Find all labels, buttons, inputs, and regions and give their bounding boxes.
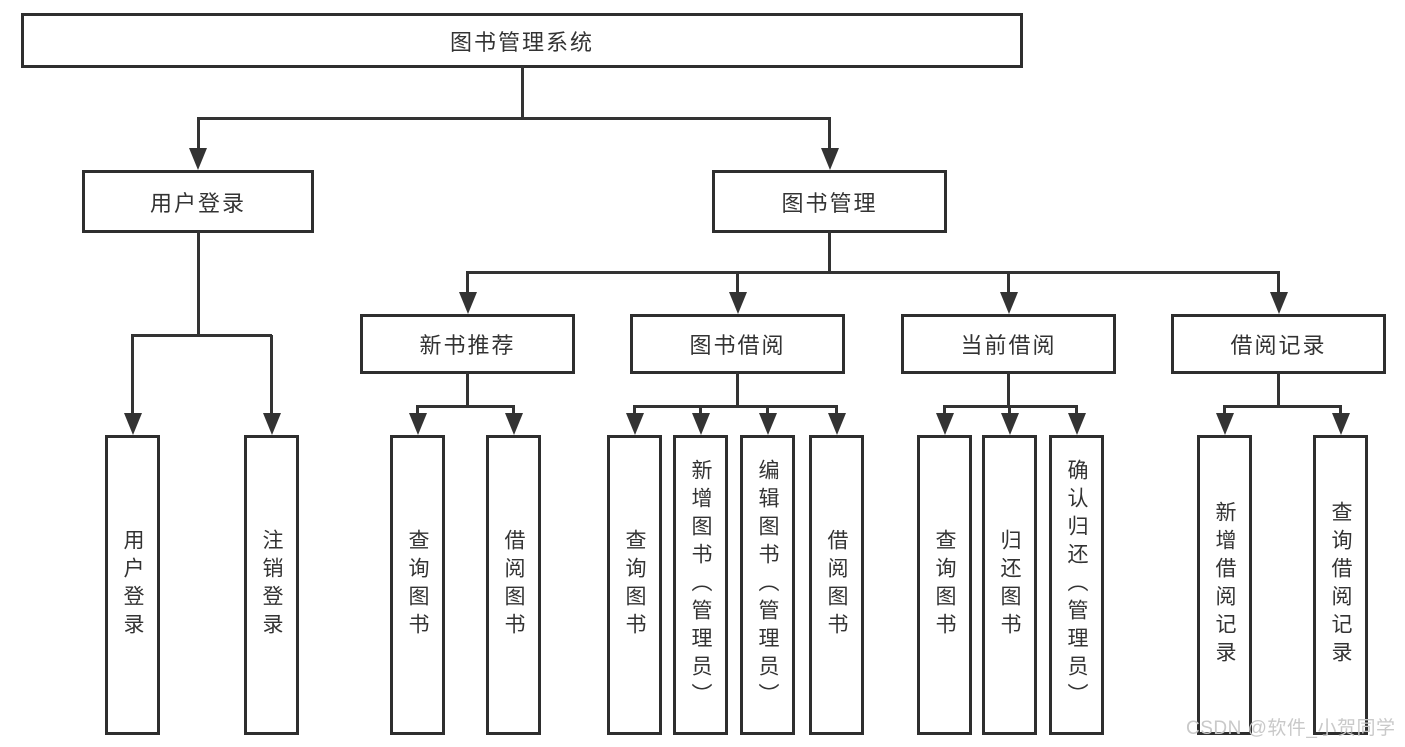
leaf-user-login: 用户登录 <box>105 435 160 735</box>
node-user-login: 用户登录 <box>82 170 314 233</box>
leaf-add-book-admin-label: 新增图书（管理员） <box>689 459 712 711</box>
node-current-borrowing-label: 当前借阅 <box>960 333 1057 358</box>
connector-sectionC-rail <box>633 404 838 408</box>
leaf-query-books-borrowing: 查询图书 <box>607 435 662 735</box>
connector-drop-d2 <box>1008 406 1011 416</box>
connector-drop-borrow-records <box>1277 272 1280 294</box>
leaf-logout: 注销登录 <box>244 435 299 735</box>
node-book-borrowing-label: 图书借阅 <box>689 333 786 358</box>
leaf-add-borrow-record-label: 新增借阅记录 <box>1213 501 1236 669</box>
node-borrowing-records: 借阅记录 <box>1171 314 1386 374</box>
connector-sectionC-stem <box>736 372 739 407</box>
leaf-query-books-recommend: 查询图书 <box>390 435 445 735</box>
connector-drop-login <box>196 118 200 150</box>
arrowhead-d3 <box>1067 413 1086 435</box>
arrowhead-c4 <box>827 413 846 435</box>
leaf-return-books: 归还图书 <box>982 435 1037 735</box>
connector-drop-e1 <box>1223 406 1226 416</box>
leaf-add-borrow-record: 新增借阅记录 <box>1197 435 1252 735</box>
arrowhead-e2 <box>1331 413 1350 435</box>
connector-drop-leaf-logout <box>270 335 273 415</box>
connector-login-rail <box>131 333 272 337</box>
connector-drop-leaf-user-login <box>131 335 134 415</box>
arrowhead-b2 <box>504 413 523 435</box>
connector-drop-b1 <box>416 406 419 416</box>
arrowhead-leaf-logout <box>262 413 281 435</box>
connector-level3-rail <box>466 270 1280 274</box>
node-root-label: 图书管理系统 <box>449 29 594 55</box>
arrowhead-borrow-records <box>1269 292 1288 314</box>
arrowhead-management <box>820 148 839 170</box>
connector-drop-c3 <box>766 406 769 416</box>
connector-drop-d3 <box>1075 406 1078 416</box>
leaf-confirm-return-admin-label: 确认归还（管理员） <box>1065 459 1088 711</box>
leaf-query-borrow-record: 查询借阅记录 <box>1313 435 1368 735</box>
arrowhead-new-book <box>458 292 477 314</box>
connector-drop-new-book <box>466 272 469 294</box>
leaf-borrow-books-borrowing: 借阅图书 <box>809 435 864 735</box>
arrowhead-c3 <box>758 413 777 435</box>
node-current-borrowing: 当前借阅 <box>901 314 1116 374</box>
arrowhead-e1 <box>1215 413 1234 435</box>
node-book-borrowing: 图书借阅 <box>630 314 845 374</box>
leaf-logout-label: 注销登录 <box>260 529 283 641</box>
leaf-query-books-current: 查询图书 <box>917 435 972 735</box>
connector-drop-b2 <box>512 406 515 416</box>
leaf-query-books-current-label: 查询图书 <box>933 529 956 641</box>
arrowhead-b1 <box>408 413 427 435</box>
node-new-book-recommendation-label: 新书推荐 <box>419 333 516 358</box>
connector-level1-rail <box>196 116 831 120</box>
arrowhead-book-borrow <box>728 292 747 314</box>
arrowhead-leaf-user-login <box>123 413 142 435</box>
leaf-query-books-borrowing-label: 查询图书 <box>623 529 646 641</box>
leaf-borrow-books-borrowing-label: 借阅图书 <box>825 529 848 641</box>
connector-drop-management <box>828 118 831 150</box>
connector-drop-e2 <box>1339 406 1342 416</box>
leaf-borrow-books-recommend-label: 借阅图书 <box>502 529 525 641</box>
arrowhead-c1 <box>625 413 644 435</box>
connector-sectionB-rail <box>416 404 515 408</box>
node-new-book-recommendation: 新书推荐 <box>360 314 575 374</box>
leaf-confirm-return-admin: 确认归还（管理员） <box>1049 435 1104 735</box>
connector-drop-d1 <box>943 406 946 416</box>
node-borrowing-records-label: 借阅记录 <box>1230 333 1327 358</box>
leaf-add-book-admin: 新增图书（管理员） <box>673 435 728 735</box>
leaf-edit-book-admin-label: 编辑图书（管理员） <box>756 459 779 711</box>
connector-drop-current-borrow <box>1007 272 1010 294</box>
leaf-return-books-label: 归还图书 <box>998 529 1021 641</box>
connector-sectionE-rail <box>1223 404 1342 408</box>
leaf-user-login-label: 用户登录 <box>121 529 144 641</box>
arrowhead-c2 <box>691 413 710 435</box>
leaf-query-borrow-record-label: 查询借阅记录 <box>1329 501 1352 669</box>
node-book-management-label: 图书管理 <box>781 190 878 216</box>
connector-drop-c2 <box>699 406 702 416</box>
node-user-login-label: 用户登录 <box>149 190 246 216</box>
connector-sectionE-stem <box>1277 372 1280 407</box>
arrowhead-d1 <box>935 413 954 435</box>
arrowhead-login <box>189 148 207 170</box>
node-root: 图书管理系统 <box>21 13 1023 68</box>
connector-sectionB-stem <box>466 372 469 407</box>
arrowhead-current-borrow <box>999 292 1018 314</box>
connector-management-stem <box>828 231 831 272</box>
connector-root-stem <box>520 66 524 118</box>
connector-drop-book-borrow <box>736 272 739 294</box>
connector-drop-c4 <box>835 406 838 416</box>
node-book-management: 图书管理 <box>712 170 947 233</box>
leaf-edit-book-admin: 编辑图书（管理员） <box>740 435 795 735</box>
leaf-borrow-books-recommend: 借阅图书 <box>486 435 541 735</box>
connector-drop-c1 <box>633 406 636 416</box>
csdn-watermark: CSDN @软件_小贺同学 <box>1186 718 1396 739</box>
connector-sectionD-stem <box>1007 372 1010 407</box>
connector-login-stem <box>196 231 200 335</box>
leaf-query-books-recommend-label: 查询图书 <box>406 529 429 641</box>
arrowhead-d2 <box>1000 413 1019 435</box>
